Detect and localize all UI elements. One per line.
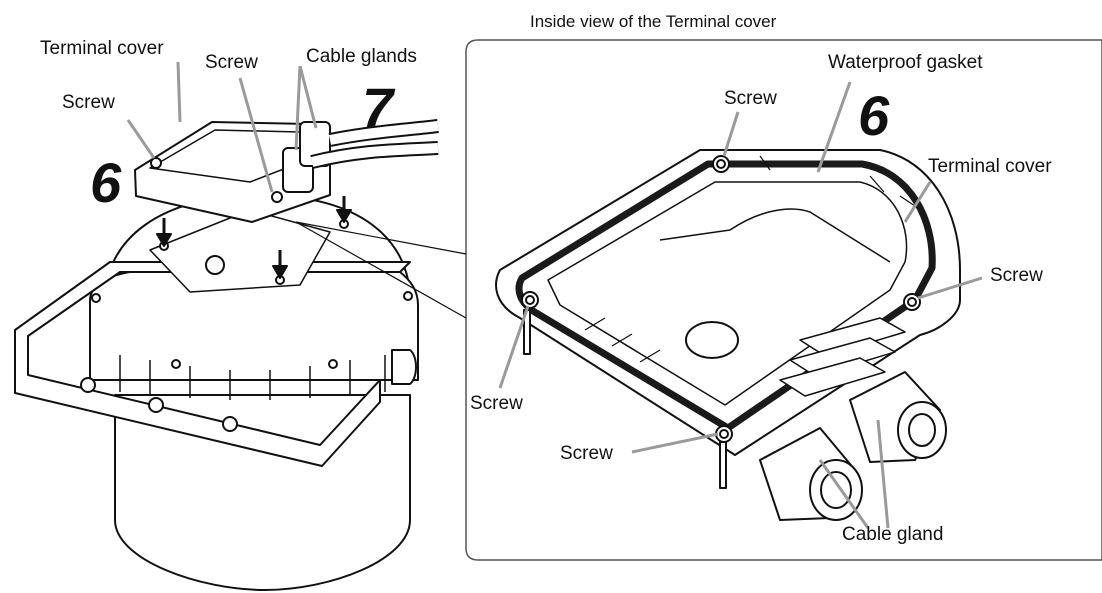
cable-gland-bottom — [759, 371, 947, 521]
step-number-7: 7 — [362, 76, 394, 139]
right-leader-lines — [498, 81, 983, 529]
label-terminal-cover-right: Terminal cover — [928, 156, 1052, 177]
cover-cavity — [547, 181, 908, 406]
label-screw-left-inside: Screw — [470, 393, 523, 414]
label-screw-center: Screw — [205, 52, 258, 73]
left-leader-lines — [126, 61, 318, 193]
center-port — [205, 255, 225, 275]
waterproof-gasket-part — [515, 160, 936, 432]
mounting-frame — [14, 261, 411, 467]
sensor-unit-drawing — [14, 119, 439, 591]
step-number-6-right: 6 — [858, 84, 890, 147]
label-screw-bottom: Screw — [560, 443, 613, 464]
step-number-6-left: 6 — [90, 151, 122, 214]
label-screw-top: Screw — [724, 88, 777, 109]
callout-wedge — [295, 221, 467, 319]
label-cable-gland: Cable gland — [842, 524, 944, 545]
label-terminal-cover-left: Terminal cover — [40, 38, 164, 59]
label-waterproof-gasket: Waterproof gasket — [828, 52, 983, 73]
label-screw-left: Screw — [62, 92, 115, 113]
cover-screws — [521, 155, 921, 489]
terminal-block-ridges — [779, 317, 906, 397]
inner-boss — [685, 321, 739, 359]
side-knob — [391, 349, 417, 385]
flange-hatching — [584, 155, 919, 363]
assembly-arrows — [156, 196, 352, 279]
label-screw-right: Screw — [990, 265, 1043, 286]
frame-holes — [80, 377, 238, 432]
label-cable-glands: Cable glands — [306, 46, 417, 67]
inside-view-frame — [465, 39, 1102, 561]
cover-inside-drawing — [495, 149, 961, 521]
flange-bolts — [91, 291, 413, 369]
inside-view-title: Inside view of the Terminal cover — [530, 12, 777, 31]
cables — [310, 119, 439, 169]
flange-ribs — [119, 355, 386, 400]
